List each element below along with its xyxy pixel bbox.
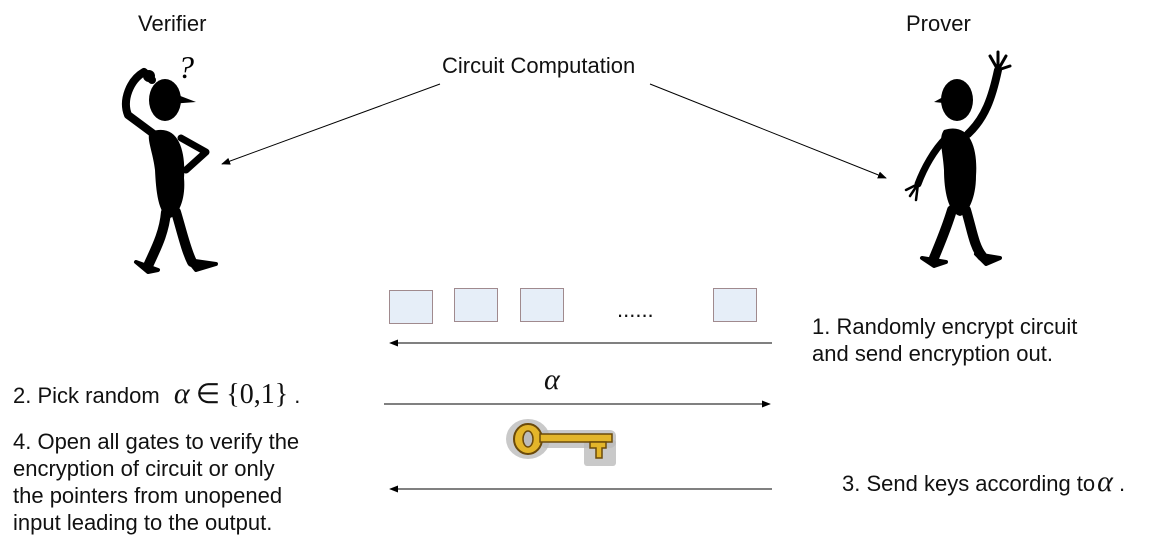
step3-end: . — [1119, 471, 1126, 496]
encrypted-gate-box — [454, 288, 498, 322]
arrow-to-verifier — [221, 83, 441, 165]
arrow-to-prover — [649, 83, 887, 179]
step2-set: {0,1} — [226, 379, 289, 410]
verifier-figure-icon — [122, 68, 218, 274]
step4-line1: 4. Open all gates to verify the — [13, 429, 300, 454]
step4-line2: encryption of circuit or only — [13, 456, 275, 481]
step1-line2: and send encryption out. — [812, 341, 1053, 366]
step2-prefix: 2. Pick random — [13, 383, 160, 408]
question-mark: ? — [178, 49, 194, 85]
ellipsis-dots: ...... — [617, 297, 654, 322]
key-icon — [506, 419, 616, 466]
step4-line3: the pointers from unopened — [13, 483, 283, 508]
step4-line4: input leading to the output. — [13, 510, 273, 535]
circuit-computation-label: Circuit Computation — [442, 53, 636, 78]
step1-line1: 1. Randomly encrypt circuit — [812, 314, 1078, 339]
step2-end: . — [294, 383, 301, 408]
step2-alpha: α — [173, 377, 190, 410]
step2-elem: ∈ — [195, 379, 221, 410]
encrypted-gate-box — [520, 288, 564, 322]
step2-text: 2. Pick random α ∈ {0,1} . — [13, 377, 301, 410]
prover-title: Prover — [906, 11, 971, 36]
step3-text: 3. Send keys according toα . — [842, 465, 1126, 498]
arrow-alpha-label: α — [544, 363, 560, 396]
encrypted-gate-box — [713, 288, 757, 322]
verifier-title: Verifier — [138, 11, 207, 36]
encrypted-gate-box — [389, 290, 433, 324]
step3-alpha: α — [1097, 465, 1113, 498]
prover-figure-icon — [904, 50, 1012, 268]
step3-prefix: 3. Send keys according to — [842, 471, 1096, 496]
